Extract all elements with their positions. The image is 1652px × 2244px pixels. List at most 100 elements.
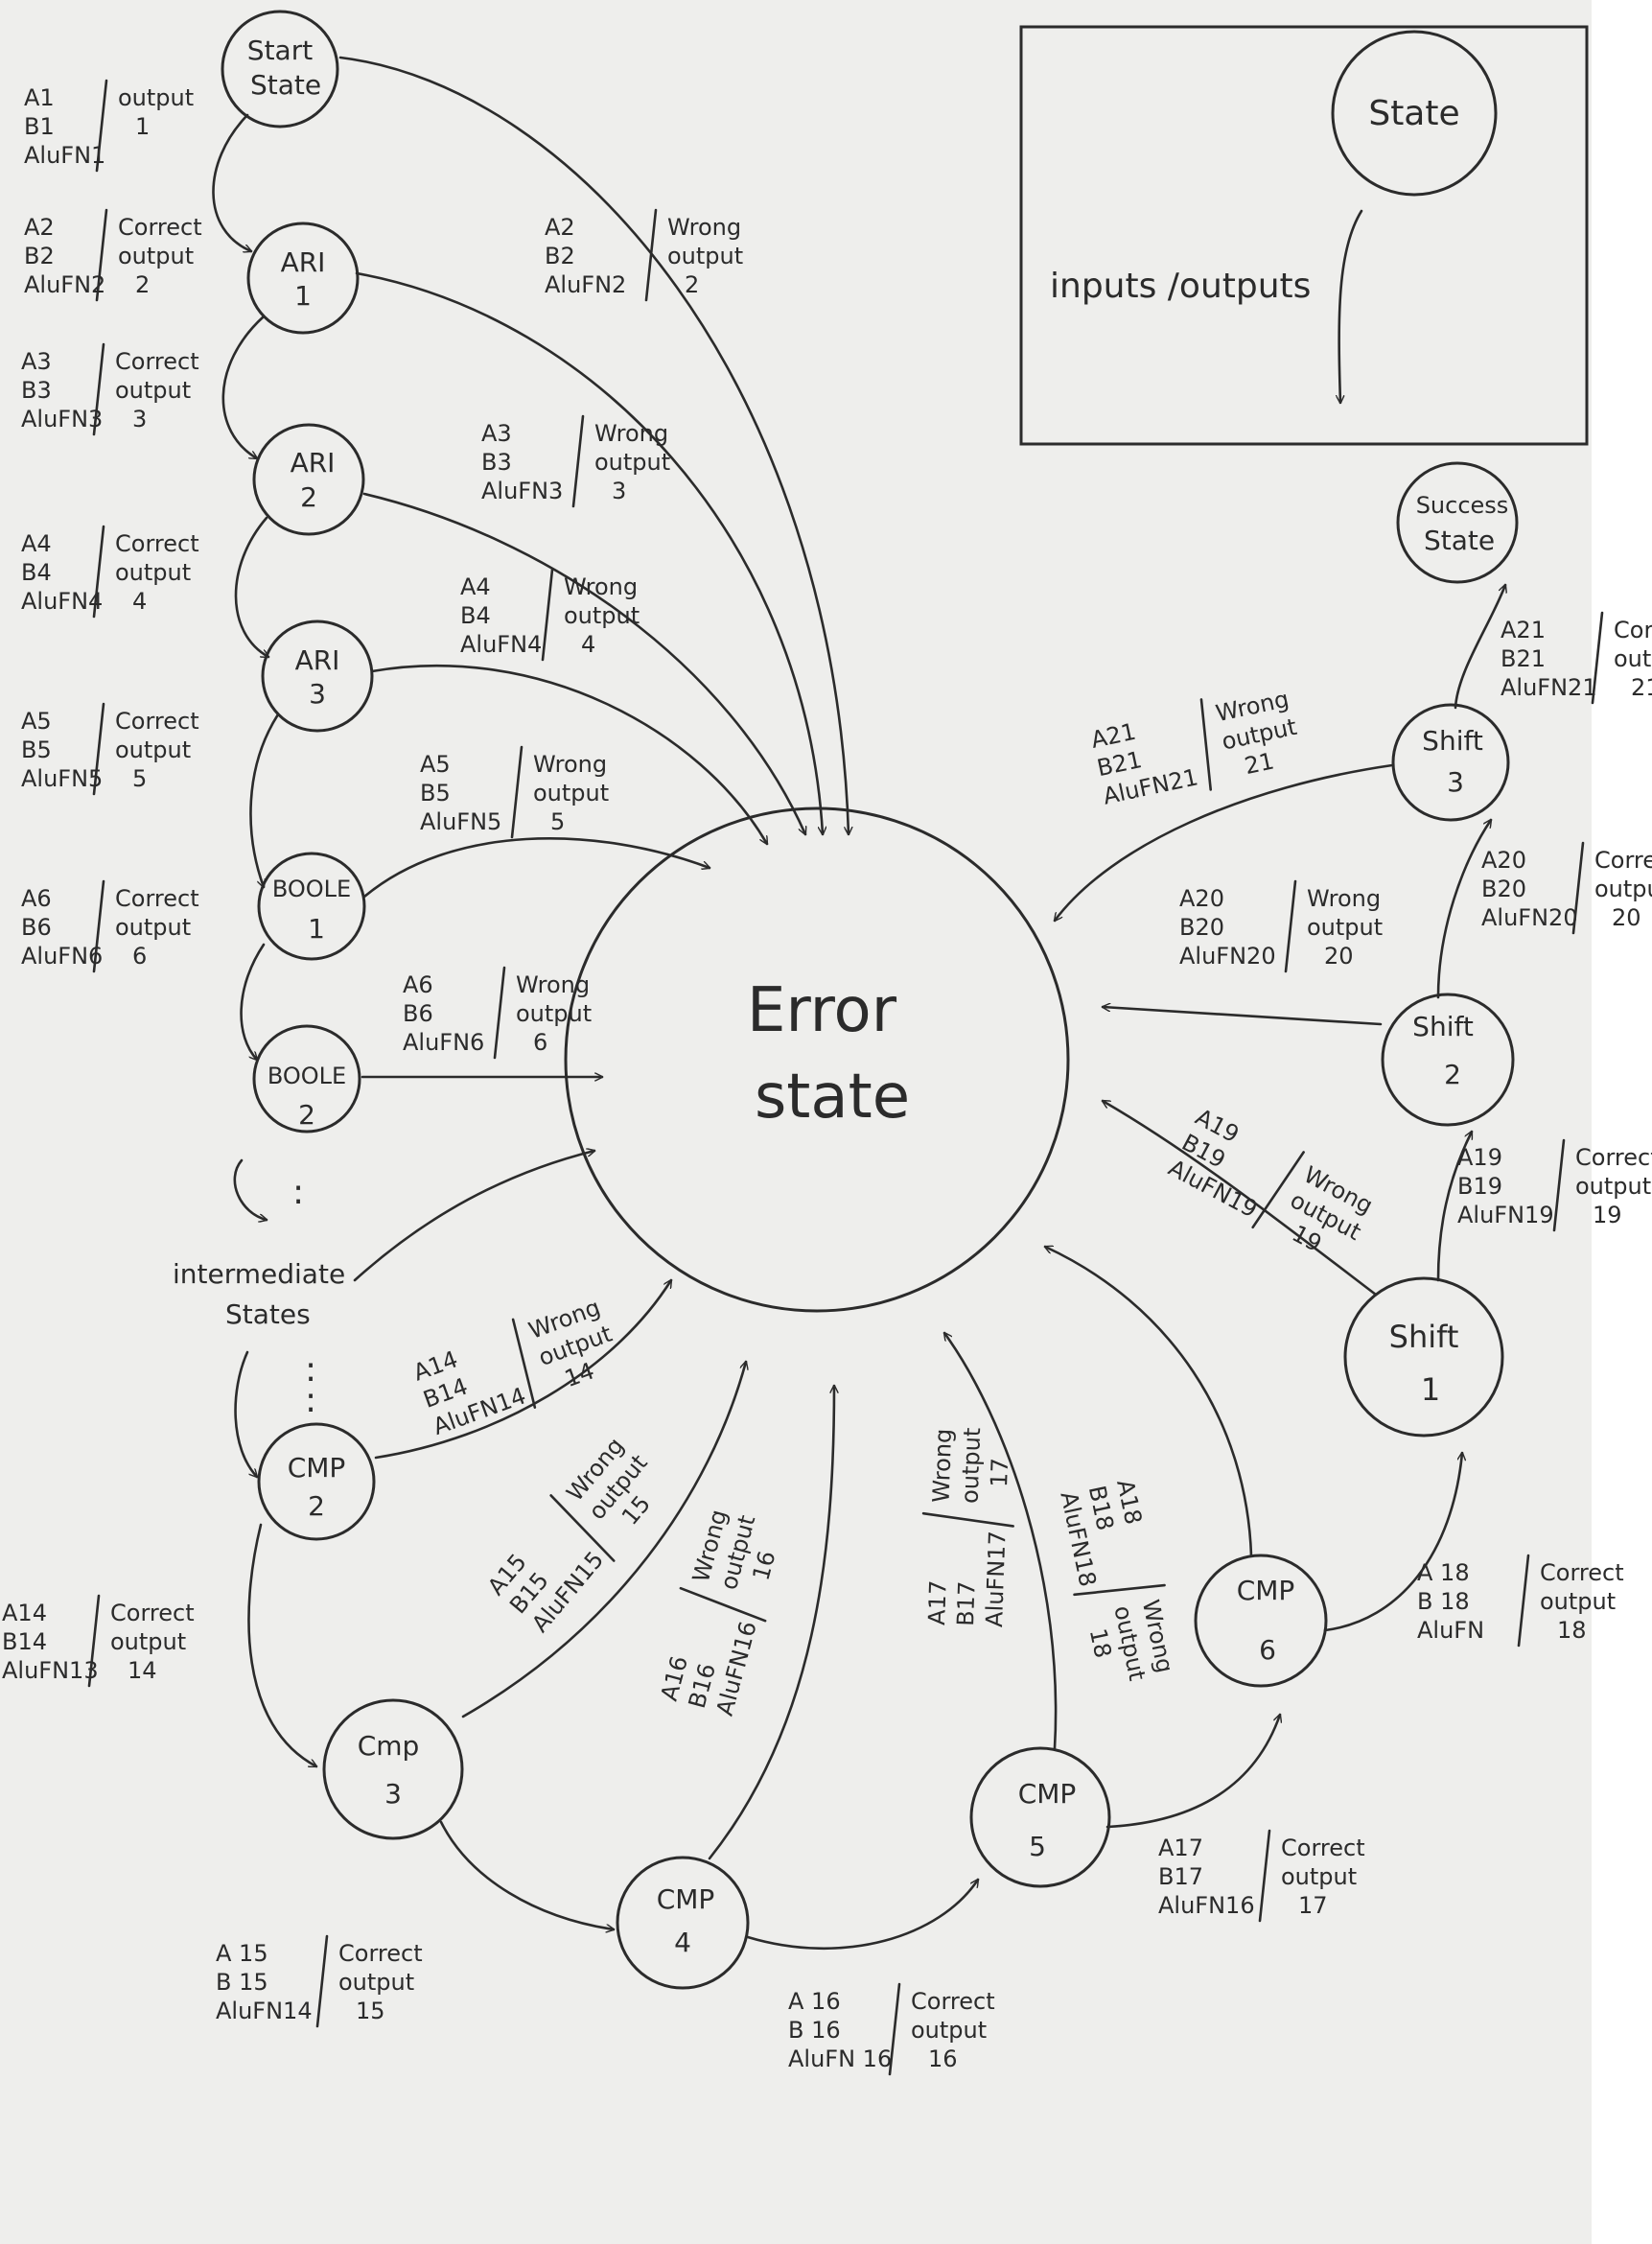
correct-label-9-output-2: 17: [1298, 1892, 1328, 1919]
correct-label-5-output-2: 6: [132, 943, 147, 970]
edge-cmp6-error: [1045, 1247, 1253, 1557]
correct-label-1-input-2: AluFN2: [24, 271, 105, 298]
node-shift3-label-2: 3: [1447, 766, 1464, 798]
correct-label-8-input-0: A 16: [788, 1988, 841, 2015]
correct-label-8-output-2: 16: [928, 2045, 958, 2072]
edge-shift2-shift3: [1436, 820, 1491, 999]
correct-label-12-divider: [1571, 841, 1585, 935]
correct-label-6-output-2: 14: [128, 1657, 157, 1684]
correct-label-2-divider: [92, 342, 105, 436]
wrong-label-1-output-0: Wrong: [594, 420, 668, 447]
node-ari1-label-2: 1: [294, 280, 312, 312]
node-shift1-label-1: Shift: [1389, 1319, 1459, 1355]
intermediate-states: intermediate States : : :: [173, 1173, 345, 1420]
correct-label-4-input-2: AluFN5: [21, 765, 103, 792]
edge-cmp4-cmp5: [746, 1880, 978, 1950]
wrong-label-4-input-0: A6: [403, 971, 433, 998]
correct-label-0-divider: [95, 79, 108, 173]
wrong-label-2-input-0: A4: [460, 573, 491, 600]
node-bool1-label-2: 1: [308, 913, 325, 945]
legend-state-node: [1331, 30, 1498, 197]
correct-label-3-divider: [92, 525, 105, 619]
intermediate-label-1: intermediate: [173, 1258, 345, 1290]
edge-cmp6-shift1: [1323, 1453, 1462, 1632]
node-shift2-label-2: 2: [1444, 1059, 1461, 1090]
correct-label-1-input-1: B2: [24, 243, 55, 269]
node-cmp5-label-1: CMP: [1018, 1778, 1077, 1810]
correct-label-11-output-0: Correct: [1575, 1144, 1652, 1171]
correct-label-4-input-0: A5: [21, 708, 52, 735]
paper-sheet: [0, 0, 1592, 2244]
correct-label-9-input-1: B17: [1158, 1863, 1203, 1890]
wrong-label-0-input-0: A2: [545, 214, 575, 241]
edge-shift3-error: [1055, 763, 1394, 921]
edge-cmp3-cmp4: [439, 1820, 614, 1929]
wrong-label-5-divider: [511, 1318, 537, 1409]
node-success-label-1: Success: [1416, 492, 1509, 519]
wrong-label-6-divider: [549, 1494, 616, 1562]
correct-label-9-output-1: output: [1281, 1863, 1357, 1890]
wrong-label-4-output-2: 6: [533, 1029, 547, 1056]
wrong-label-2-input-1: B4: [460, 602, 491, 629]
correct-edges: [212, 113, 1505, 1950]
node-success: Success State: [1396, 461, 1519, 584]
wrong-label-4-input-2: AluFN6: [403, 1029, 484, 1056]
wrong-label-4-divider: [493, 966, 506, 1060]
correct-label-13-divider: [1591, 611, 1604, 705]
correct-label-5-input-2: AluFN6: [21, 943, 103, 970]
node-ari2-label-1: ARI: [291, 447, 336, 479]
correct-label-10-input-1: B 18: [1417, 1588, 1470, 1615]
wrong-label-1-output-1: output: [594, 449, 670, 476]
wrong-label-7-output-2: 16: [747, 1548, 780, 1583]
correct-label-12-output-2: 20: [1612, 904, 1641, 931]
correct-label-7-input-0: A 15: [216, 1940, 268, 1967]
correct-label-5-input-1: B6: [21, 914, 52, 941]
node-ari1: ARI 1: [246, 222, 360, 335]
intermediate-label-2: States: [225, 1298, 311, 1330]
node-cmp6-label-1: CMP: [1237, 1575, 1295, 1606]
legend-io-label: inputs /outputs: [1050, 267, 1311, 306]
wrong-label-2-input-2: AluFN4: [460, 631, 542, 658]
wrong-label-8-input-1: B17: [952, 1580, 981, 1626]
correct-label-2-output-2: 3: [132, 406, 147, 432]
correct-label-8-input-1: B 16: [788, 2017, 841, 2044]
correct-label-1-output-1: output: [118, 243, 194, 269]
wrong-label-1-output-2: 3: [612, 478, 626, 504]
correct-label-2-output-1: output: [115, 377, 191, 404]
legend-state-label: State: [1368, 94, 1459, 133]
correct-label-8-divider: [888, 1982, 901, 2076]
correct-label-10-output-2: 18: [1557, 1617, 1587, 1644]
correct-label-12-output-0: Correct: [1594, 847, 1652, 874]
node-cmp2-label-2: 2: [308, 1490, 325, 1522]
node-cmp3-label-1: Cmp: [358, 1730, 420, 1762]
correct-label-7-input-1: B 15: [216, 1969, 268, 1996]
wrong-label-0-divider: [644, 208, 658, 302]
correct-label-13-output-2: 21: [1631, 674, 1652, 701]
correct-label-0-input-1: B1: [24, 113, 55, 140]
correct-label-13-output-1: output: [1614, 645, 1652, 672]
correct-label-0-input-0: A1: [24, 84, 55, 111]
wrong-label-1-input-2: AluFN3: [481, 478, 563, 504]
correct-label-5-divider: [92, 879, 105, 973]
edge-ari1-error: [355, 271, 823, 836]
correct-label-10-input-2: AluFN: [1417, 1617, 1484, 1644]
node-cmp5-label-2: 5: [1029, 1831, 1046, 1862]
node-cmp3: Cmp 3: [322, 1698, 464, 1840]
edge-cmp2-cmp3: [247, 1523, 316, 1768]
correct-label-6-input-2: AluFN13: [2, 1657, 99, 1684]
wrong-label-9-output-2: 18: [1084, 1626, 1117, 1661]
wrong-label-0-output-2: 2: [685, 271, 699, 298]
node-ari2: ARI 2: [252, 423, 365, 536]
error-state-label-2: state: [755, 1062, 910, 1133]
correct-label-12-output-1: output: [1594, 876, 1652, 902]
node-shift3-label-1: Shift: [1422, 725, 1483, 757]
correct-label-3-input-1: B4: [21, 559, 52, 586]
correct-label-1-divider: [95, 208, 108, 302]
